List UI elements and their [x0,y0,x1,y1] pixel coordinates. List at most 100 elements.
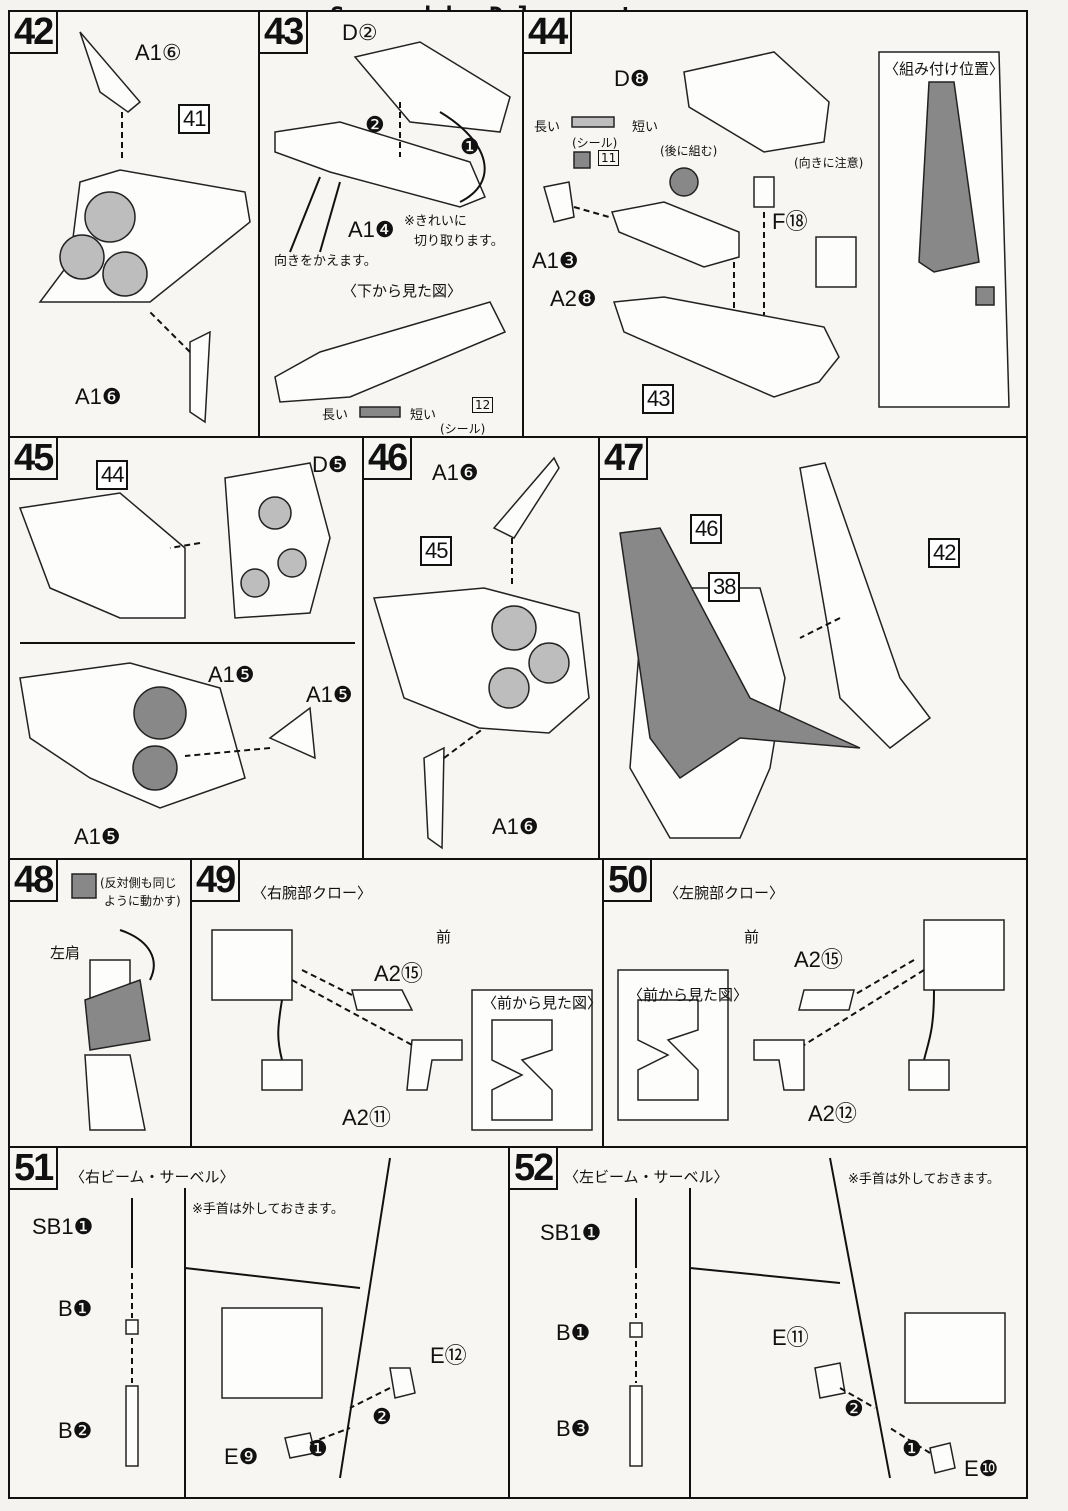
seal-number: 12 [472,397,494,413]
part-label: A1⑥ [135,40,182,65]
note-text: 切り取ります。 [414,234,504,249]
seal-short: 短い [632,120,659,135]
step-51-illustration [125,1157,416,1497]
part-label: E❿ [964,1456,999,1481]
step-50-illustration [617,919,1005,1121]
ref-step-box: 42 [928,538,961,568]
step-46-panel: 46 A1❻ 45 A1❻ [362,436,600,860]
part-label: B❶ [556,1320,591,1345]
step-47-illustration [619,462,932,839]
ref-step-box: 44 [96,460,129,490]
step-49-illustration [211,929,593,1131]
step-number: 42 [10,12,59,54]
step-marker: ❷ [365,112,385,137]
part-label: A1❺ [208,662,255,687]
step-48-illustration [71,873,155,1131]
step-52-panel: 52 〈左ビーム・サーベル〉 ※手首は外しておきます。 SB1❶ B❶ B❸ E… [508,1146,1028,1499]
part-label: A1❺ [306,682,353,707]
part-label: A1❻ [75,384,122,409]
step-number: 46 [364,438,413,480]
step-number: 47 [600,438,649,480]
seal-long: 長い [534,120,561,135]
front-label: 前 [744,928,760,946]
part-label: A2⑮ [374,961,423,986]
note-text: (反対側も同じ [100,876,177,890]
seal-number: 11 [598,150,620,166]
step-43-panel: 43 D② ❷ ❶ A1❹ ※きれいに 切り取ります。 向きをかえます。 〈下か… [258,10,524,438]
part-label: A2⑪ [342,1105,391,1130]
step-50-panel: 50 〈左腕部クロー〉 前 A2⑮ A2⑫ 〈前から見た図〉 [602,858,1028,1148]
part-label: D❺ [312,452,348,477]
step-number: 50 [604,860,653,902]
view-title: 〈下から見た図〉 [342,282,463,300]
shoulder-label: 左肩 [50,944,81,962]
part-label: E❾ [224,1444,259,1469]
step-title: 〈左ビーム・サーベル〉 [564,1168,729,1186]
part-label: E⑪ [772,1325,809,1350]
part-label: B❷ [58,1418,93,1443]
ref-step-box: 41 [178,104,211,134]
step-title: 〈右ビーム・サーベル〉 [70,1168,235,1186]
later-note: (後に組む) [660,144,718,158]
step-44-panel: 44 D❽ 長い 短い (シール) 11 (後に組む) (向きに注意) A1❸ … [522,10,1028,438]
seal-short: 短い [410,408,437,423]
step-number: 52 [510,1148,559,1190]
step-number: 48 [10,860,59,902]
part-label: A1❸ [532,248,579,273]
step-marker: ❶ [460,134,480,159]
note-text: ※きれいに [404,214,467,229]
step-46-illustration [373,456,590,850]
step-52-illustration [629,1157,1006,1497]
part-label: A2❽ [550,286,597,311]
seal-label: (シール) [572,136,618,150]
step-marker: ❷ [372,1404,392,1429]
step-42-panel: 42 A1⑥ 41 A1❻ [8,10,260,438]
part-label: SB1❶ [540,1220,602,1245]
part-label: F⑱ [772,209,808,234]
view-title: 〈前から見た図〉 [482,994,603,1012]
ref-step-box: 46 [690,514,723,544]
step-45-illustration [18,462,355,809]
step-number: 43 [260,12,309,54]
ref-step-box: 43 [642,384,675,414]
note-text: ※手首は外しておきます。 [848,1172,1000,1187]
part-label: D② [342,20,378,45]
step-marker: ❶ [308,1436,328,1461]
step-51-panel: 51 〈右ビーム・サーベル〉 ※手首は外しておきます。 SB1❶ B❶ B❷ E… [8,1146,510,1499]
step-marker: ❷ [844,1396,864,1421]
step-title: 〈右腕部クロー〉 [252,884,373,902]
part-label: E⑫ [430,1343,467,1368]
step-number: 44 [524,12,573,54]
step-number: 51 [10,1148,59,1190]
part-label: D❽ [614,66,650,91]
ref-step-box: 38 [708,572,741,602]
step-43-illustration [274,41,511,418]
part-label: A1❻ [432,460,479,485]
seal-long: 長い [322,408,349,423]
seal-label: (シール) [440,422,486,436]
step-number: 49 [192,860,241,902]
front-label: 前 [436,928,452,946]
part-label: SB1❶ [32,1214,94,1239]
ref-step-box: 45 [420,536,453,566]
part-label: B❸ [556,1416,591,1441]
part-label: A1❺ [74,824,121,849]
step-44-illustration [543,51,1010,408]
note-text: ように動かす) [104,894,181,908]
step-48-panel: 48 (反対側も同じ ように動かす) 左肩 [8,858,192,1148]
part-label: A1❻ [492,814,539,839]
step-45-panel: 45 44 D❺ A1❺ A1❺ A1❺ [8,436,364,860]
part-label: A2⑫ [808,1101,857,1126]
part-label: B❶ [58,1296,93,1321]
note-text: ※手首は外しておきます。 [192,1202,344,1217]
step-number: 45 [10,438,59,480]
note-text: 向きをかえます。 [274,254,377,269]
step-49-panel: 49 〈右腕部クロー〉 前 A2⑮ A2⑪ 〈前から見た図〉 [190,858,604,1148]
step-marker: ❶ [902,1436,922,1461]
part-label: A1❹ [348,217,395,242]
position-title: 〈組み付け位置〉 [884,60,1005,78]
caution-note: (向きに注意) [794,156,864,170]
view-title: 〈前から見た図〉 [628,986,749,1004]
part-label: A2⑮ [794,947,843,972]
